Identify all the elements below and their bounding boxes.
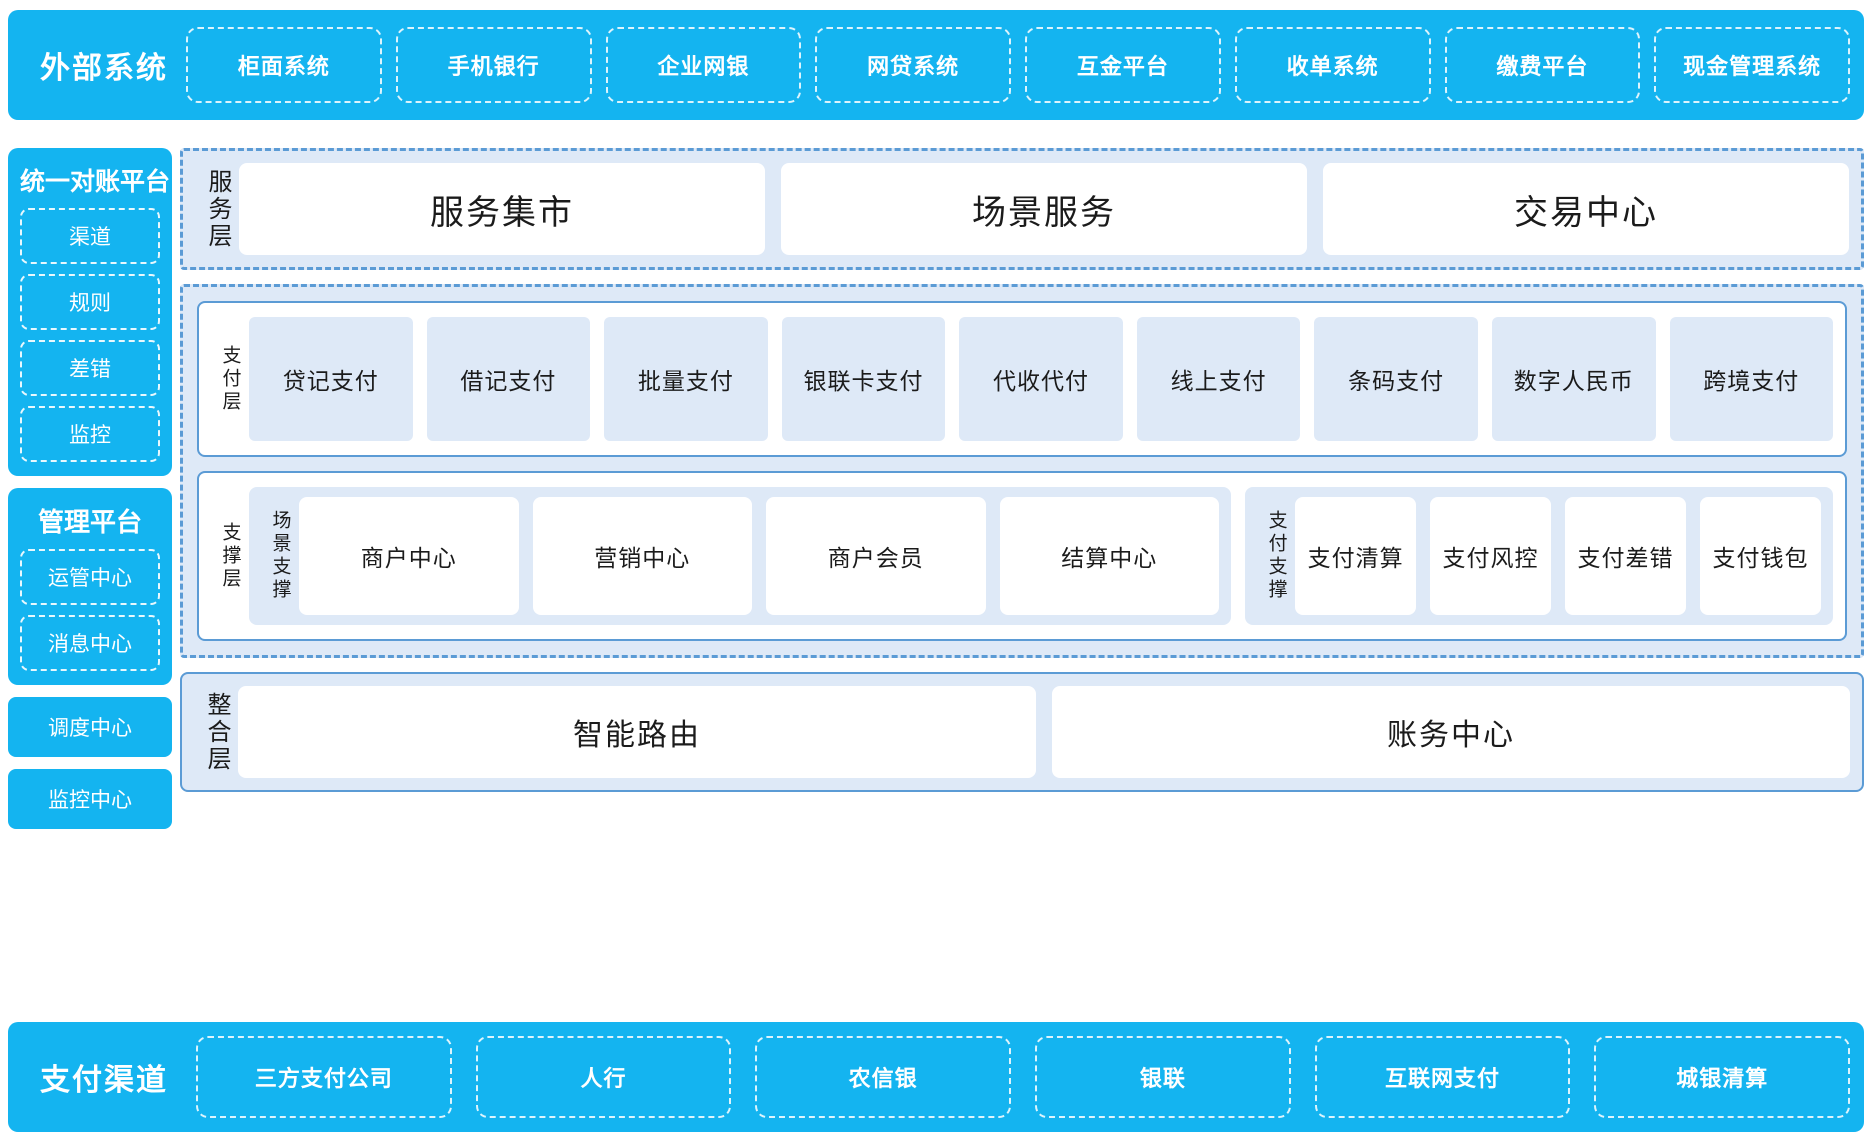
service-layer-row: 服务层 服务集市 场景服务 交易中心 xyxy=(195,163,1849,255)
support-layer-label: 支撑层 xyxy=(219,521,241,591)
payment-layer-label: 支付层 xyxy=(219,344,241,414)
channel-chip-unionpay[interactable]: 银联 xyxy=(1035,1036,1291,1118)
payment-cell-digital-rmb[interactable]: 数字人民币 xyxy=(1491,317,1656,441)
support-cell-settlement-center[interactable]: 结算中心 xyxy=(999,497,1220,615)
unified-reconciliation-platform-card: 统一对账平台 渠道 规则 差错 监控 xyxy=(8,148,172,476)
integration-layer-row: 整合层 智能路由 账务中心 xyxy=(194,686,1850,778)
platform-layers-column: 服务层 服务集市 场景服务 交易中心 支付层 贷记支付 借记支付 批量支付 xyxy=(180,148,1864,792)
external-system-chip[interactable]: 收单系统 xyxy=(1234,27,1431,103)
channel-chip-pboc[interactable]: 人行 xyxy=(475,1036,732,1118)
channel-chip-third-party[interactable]: 三方支付公司 xyxy=(196,1036,452,1118)
service-layer-group: 服务层 服务集市 场景服务 交易中心 xyxy=(180,148,1864,270)
integration-card-accounting-center[interactable]: 账务中心 xyxy=(1052,686,1850,778)
support-cell-payment-risk[interactable]: 支付风控 xyxy=(1430,497,1552,615)
left-platform-column: 统一对账平台 渠道 规则 差错 监控 管理平台 运管中心 消息中心 调度中心 监… xyxy=(8,148,172,841)
external-systems-items: 柜面系统 手机银行 企业网银 网贷系统 互金平台 收单系统 缴费平台 现金管理系… xyxy=(186,27,1850,103)
payment-cell-cross-border[interactable]: 跨境支付 xyxy=(1669,317,1834,441)
payment-cell-batch[interactable]: 批量支付 xyxy=(604,317,768,441)
external-system-chip[interactable]: 企业网银 xyxy=(605,27,802,103)
channel-chip-city-bank-clearing[interactable]: 城银清算 xyxy=(1594,1036,1851,1118)
service-card-transaction-center[interactable]: 交易中心 xyxy=(1323,163,1849,255)
service-layer-cards: 服务集市 场景服务 交易中心 xyxy=(239,163,1849,255)
external-systems-band: 外部系统 柜面系统 手机银行 企业网银 网贷系统 互金平台 收单系统 缴费平台 … xyxy=(8,10,1864,120)
external-system-chip[interactable]: 柜面系统 xyxy=(186,27,382,103)
payment-support-group: 支付层 贷记支付 借记支付 批量支付 银联卡支付 代收代付 线上支付 条码支付 … xyxy=(180,284,1864,658)
external-system-chip[interactable]: 缴费平台 xyxy=(1444,27,1641,103)
support-cell-merchant-center[interactable]: 商户中心 xyxy=(299,497,519,615)
payment-cell-online[interactable]: 线上支付 xyxy=(1136,317,1301,441)
recon-sub-exception[interactable]: 差错 xyxy=(20,340,160,396)
channel-chip-internet-payment[interactable]: 互联网支付 xyxy=(1314,1036,1571,1118)
payment-cell-barcode[interactable]: 条码支付 xyxy=(1314,317,1478,441)
payment-channel-items: 三方支付公司 人行 农信银 银联 互联网支付 城银清算 xyxy=(196,1036,1851,1118)
scenario-support-cells: 商户中心 营销中心 商户会员 结算中心 xyxy=(299,497,1220,615)
recon-sub-monitor[interactable]: 监控 xyxy=(20,406,160,462)
management-platform-title: 管理平台 xyxy=(37,507,142,537)
support-cell-payment-exception[interactable]: 支付差错 xyxy=(1565,497,1687,615)
support-cell-marketing-center[interactable]: 营销中心 xyxy=(532,497,753,615)
support-layer-groups: 场景支撑 商户中心 营销中心 商户会员 结算中心 支付支撑 支付清算 xyxy=(249,487,1833,625)
payment-channel-band: 支付渠道 三方支付公司 人行 农信银 银联 互联网支付 城银清算 xyxy=(8,1022,1864,1132)
integration-layer-panel: 整合层 智能路由 账务中心 xyxy=(180,672,1864,792)
support-cell-payment-wallet[interactable]: 支付钱包 xyxy=(1700,497,1822,615)
monitoring-center-card[interactable]: 监控中心 xyxy=(8,769,172,829)
integration-layer-cards: 智能路由 账务中心 xyxy=(238,686,1850,778)
integration-layer-label: 整合层 xyxy=(203,691,230,773)
external-systems-title: 外部系统 xyxy=(40,52,168,85)
support-cell-merchant-member[interactable]: 商户会员 xyxy=(766,497,986,615)
unified-reconciliation-platform-title: 统一对账平台 xyxy=(20,168,171,196)
payment-channel-title: 支付渠道 xyxy=(40,1064,168,1097)
mgmt-sub-message-center[interactable]: 消息中心 xyxy=(20,615,160,671)
service-card-marketplace[interactable]: 服务集市 xyxy=(239,163,765,255)
payment-support-cells: 支付清算 支付风控 支付差错 支付钱包 xyxy=(1295,497,1822,615)
external-system-chip[interactable]: 互金平台 xyxy=(1025,27,1221,103)
scheduling-center-card[interactable]: 调度中心 xyxy=(8,697,172,757)
payment-cell-unionpay-card[interactable]: 银联卡支付 xyxy=(781,317,946,441)
payment-cell-credit[interactable]: 贷记支付 xyxy=(249,317,413,441)
payment-layer-row: 支付层 贷记支付 借记支付 批量支付 银联卡支付 代收代付 线上支付 条码支付 … xyxy=(211,317,1834,441)
mgmt-sub-operations-center[interactable]: 运管中心 xyxy=(20,549,160,605)
external-system-chip[interactable]: 现金管理系统 xyxy=(1654,27,1850,103)
payment-support-subgroup: 支付支撑 支付清算 支付风控 支付差错 支付钱包 xyxy=(1245,487,1833,625)
recon-sub-channel[interactable]: 渠道 xyxy=(20,208,160,264)
channel-chip-rcc[interactable]: 农信银 xyxy=(755,1036,1012,1118)
scenario-support-group: 场景支撑 商户中心 营销中心 商户会员 结算中心 xyxy=(249,487,1232,625)
recon-sub-rule[interactable]: 规则 xyxy=(20,274,160,330)
service-layer-label: 服务层 xyxy=(204,168,231,250)
external-system-chip[interactable]: 网贷系统 xyxy=(815,27,1011,103)
management-platform-card: 管理平台 运管中心 消息中心 xyxy=(8,488,172,685)
payment-cell-debit[interactable]: 借记支付 xyxy=(426,317,591,441)
support-layer-panel: 支撑层 场景支撑 商户中心 营销中心 商户会员 结算中心 xyxy=(197,471,1847,641)
payment-cell-collection-payment[interactable]: 代收代付 xyxy=(959,317,1123,441)
service-card-scenario[interactable]: 场景服务 xyxy=(781,163,1307,255)
integration-card-smart-routing[interactable]: 智能路由 xyxy=(238,686,1036,778)
payment-layer-cells: 贷记支付 借记支付 批量支付 银联卡支付 代收代付 线上支付 条码支付 数字人民… xyxy=(249,317,1834,441)
scenario-support-label: 场景支撑 xyxy=(269,510,291,602)
external-system-chip[interactable]: 手机银行 xyxy=(395,27,592,103)
support-cell-payment-clearing[interactable]: 支付清算 xyxy=(1295,497,1417,615)
payment-support-label: 支付支撑 xyxy=(1265,510,1287,602)
support-layer-row: 支撑层 场景支撑 商户中心 营销中心 商户会员 结算中心 xyxy=(211,487,1833,625)
payment-layer-panel: 支付层 贷记支付 借记支付 批量支付 银联卡支付 代收代付 线上支付 条码支付 … xyxy=(197,301,1847,457)
